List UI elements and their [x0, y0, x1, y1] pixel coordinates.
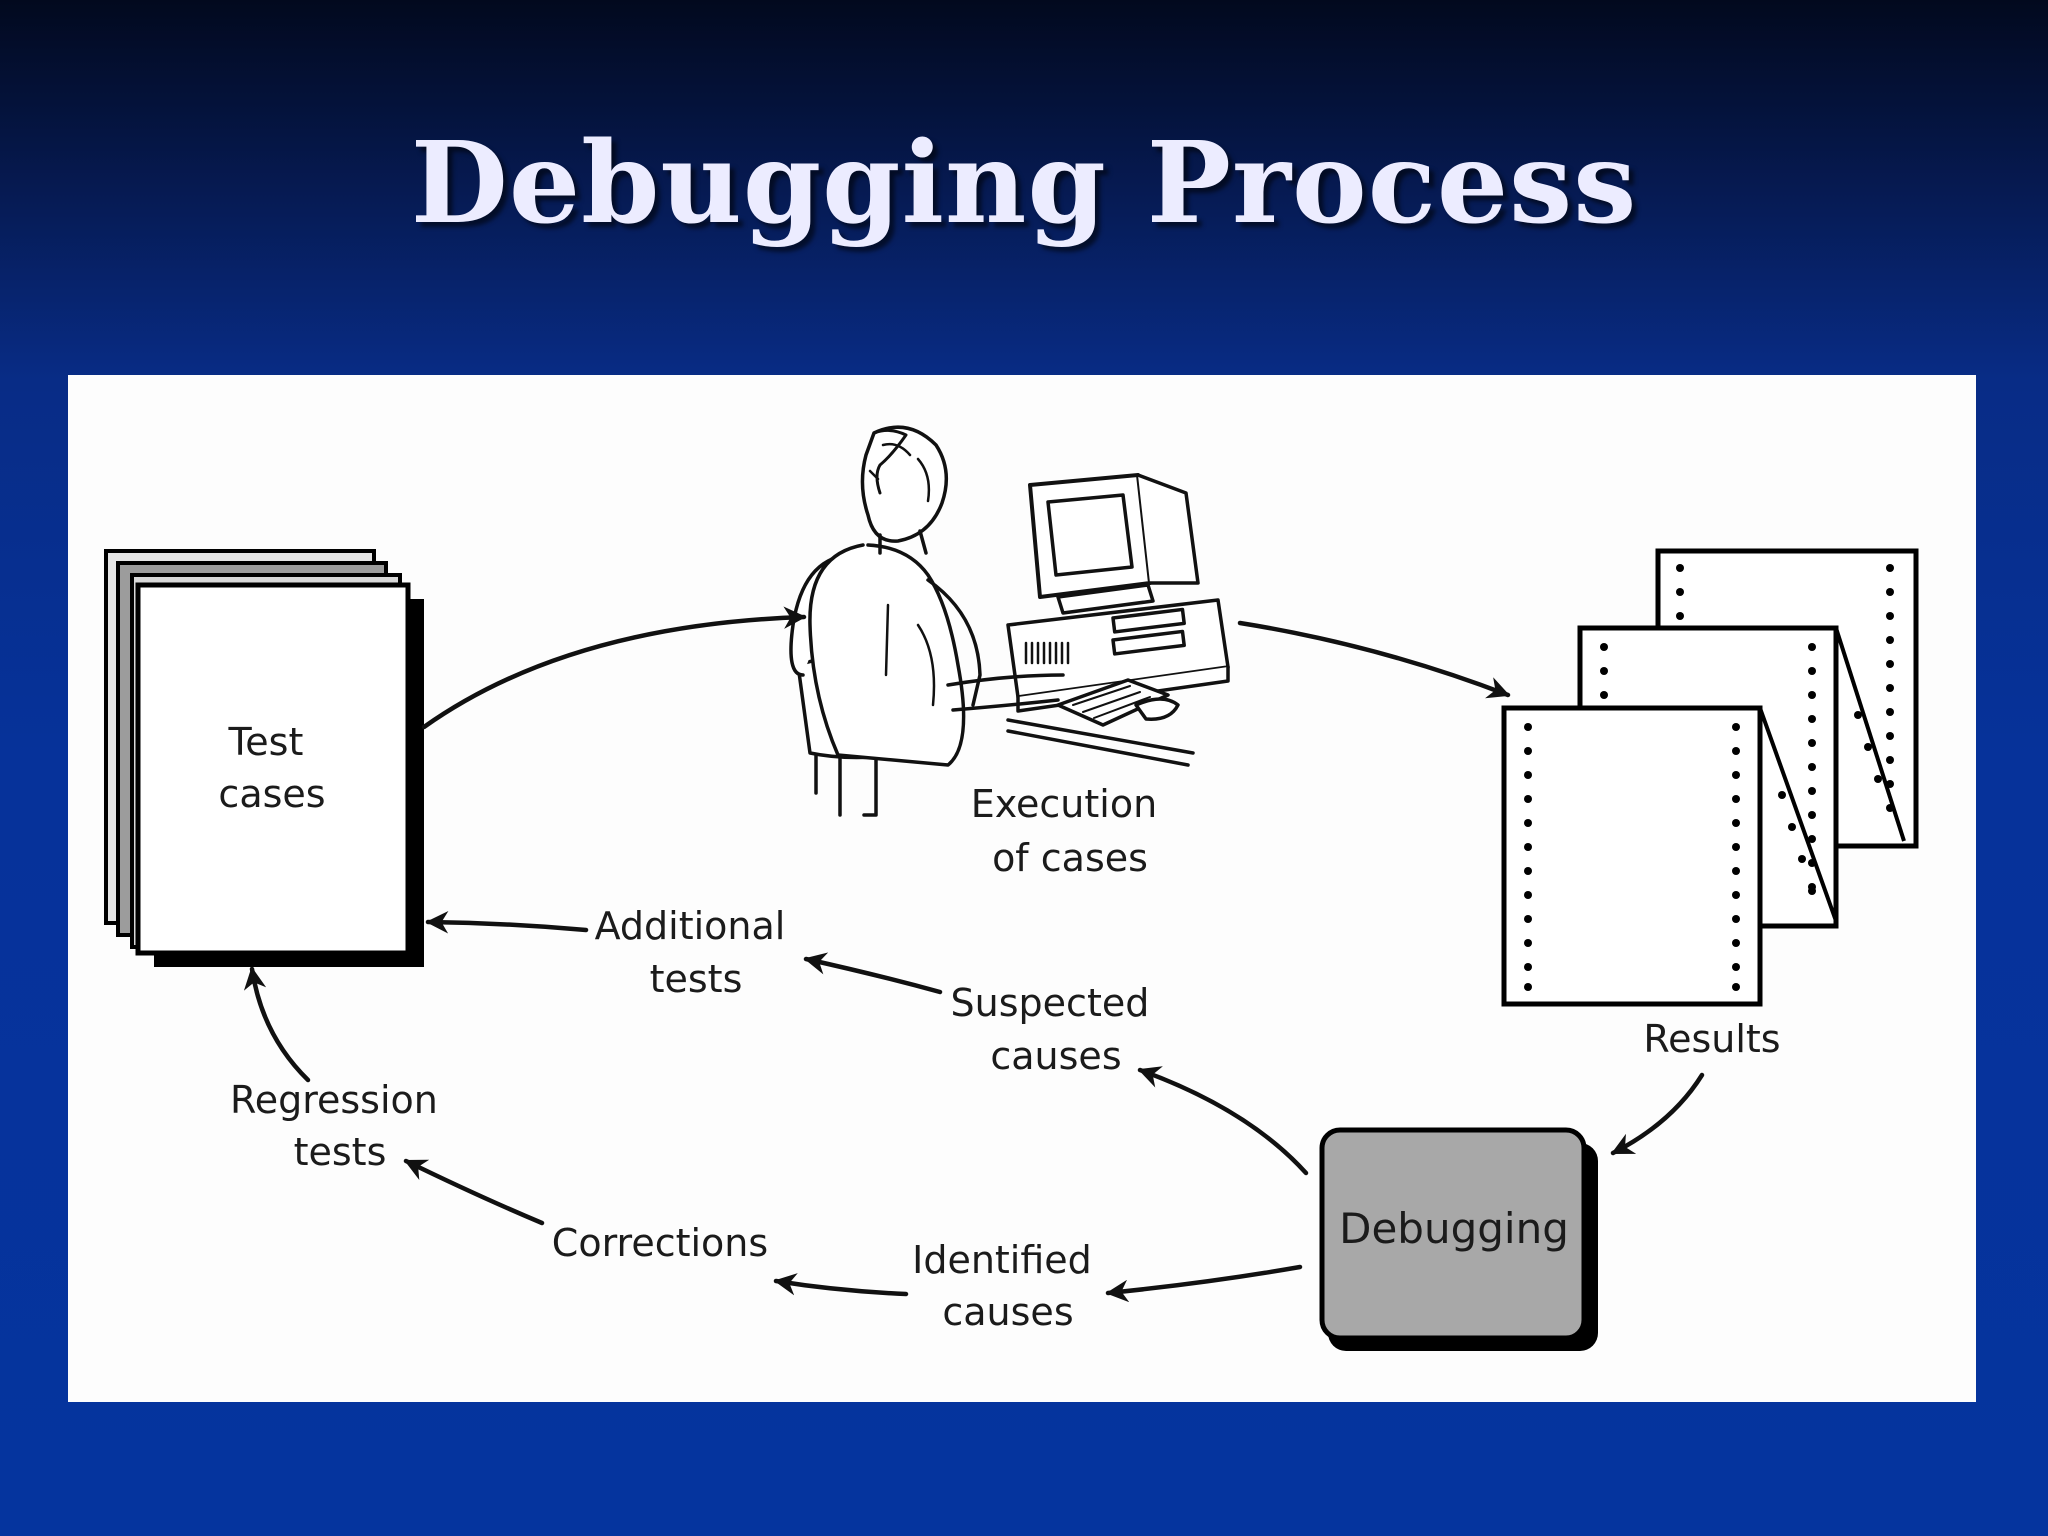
arrow-corrections-to-regression-tests — [403, 1158, 545, 1226]
corrections-label: Corrections — [552, 1221, 768, 1265]
regression-tests-label: Regression tests — [230, 1078, 450, 1174]
suspected-causes-line-1: Suspected — [951, 981, 1150, 1025]
debugging-label: Debugging — [1339, 1204, 1569, 1253]
execution-line-1: Execution — [971, 782, 1157, 826]
person-at-computer-icon — [789, 425, 1230, 817]
slide-title: Debugging Process — [410, 118, 1638, 249]
arrow-regression-tests-to-test-cases — [243, 966, 311, 1083]
results-label: Results — [1643, 1017, 1780, 1061]
arrow-debugging-to-identified-causes — [1105, 1264, 1303, 1303]
suspected-causes-line-2: causes — [990, 1034, 1121, 1078]
additional-tests-line-1: Additional — [595, 904, 786, 948]
regression-tests-line-2: tests — [294, 1130, 387, 1174]
arrow-results-to-debugging — [1610, 1072, 1705, 1156]
arrow-suspected-causes-to-additional-tests — [803, 952, 943, 995]
execution-line-2: of cases — [992, 836, 1148, 880]
results-printout-icon — [1501, 548, 1919, 1007]
identified-causes-line-2: causes — [942, 1290, 1073, 1334]
arrow-additional-tests-to-test-cases — [425, 911, 589, 934]
diagram-panel: Test cases — [68, 375, 1976, 1402]
regression-tests-line-1: Regression — [230, 1078, 438, 1122]
test-cases-stack-icon — [104, 549, 424, 967]
arrow-debugging-to-suspected-causes — [1137, 1066, 1309, 1176]
arrow-identified-causes-to-corrections — [773, 1273, 909, 1297]
test-cases-label: Test cases — [218, 720, 325, 816]
identified-causes-label: Identified causes — [912, 1238, 1104, 1334]
additional-tests-label: Additional tests — [595, 904, 798, 1001]
test-cases-line-2: cases — [218, 772, 325, 816]
additional-tests-line-2: tests — [650, 957, 743, 1001]
suspected-causes-label: Suspected causes — [951, 981, 1162, 1078]
debugging-box — [1319, 1127, 1598, 1351]
arrow-test-cases-to-execution — [421, 606, 807, 730]
execution-label: Execution of cases — [971, 782, 1170, 880]
identified-causes-line-1: Identified — [912, 1238, 1092, 1282]
test-cases-line-1: Test — [228, 720, 304, 764]
debugging-process-diagram: Test cases — [104, 425, 1919, 1351]
arrow-execution-to-results — [1237, 620, 1511, 699]
